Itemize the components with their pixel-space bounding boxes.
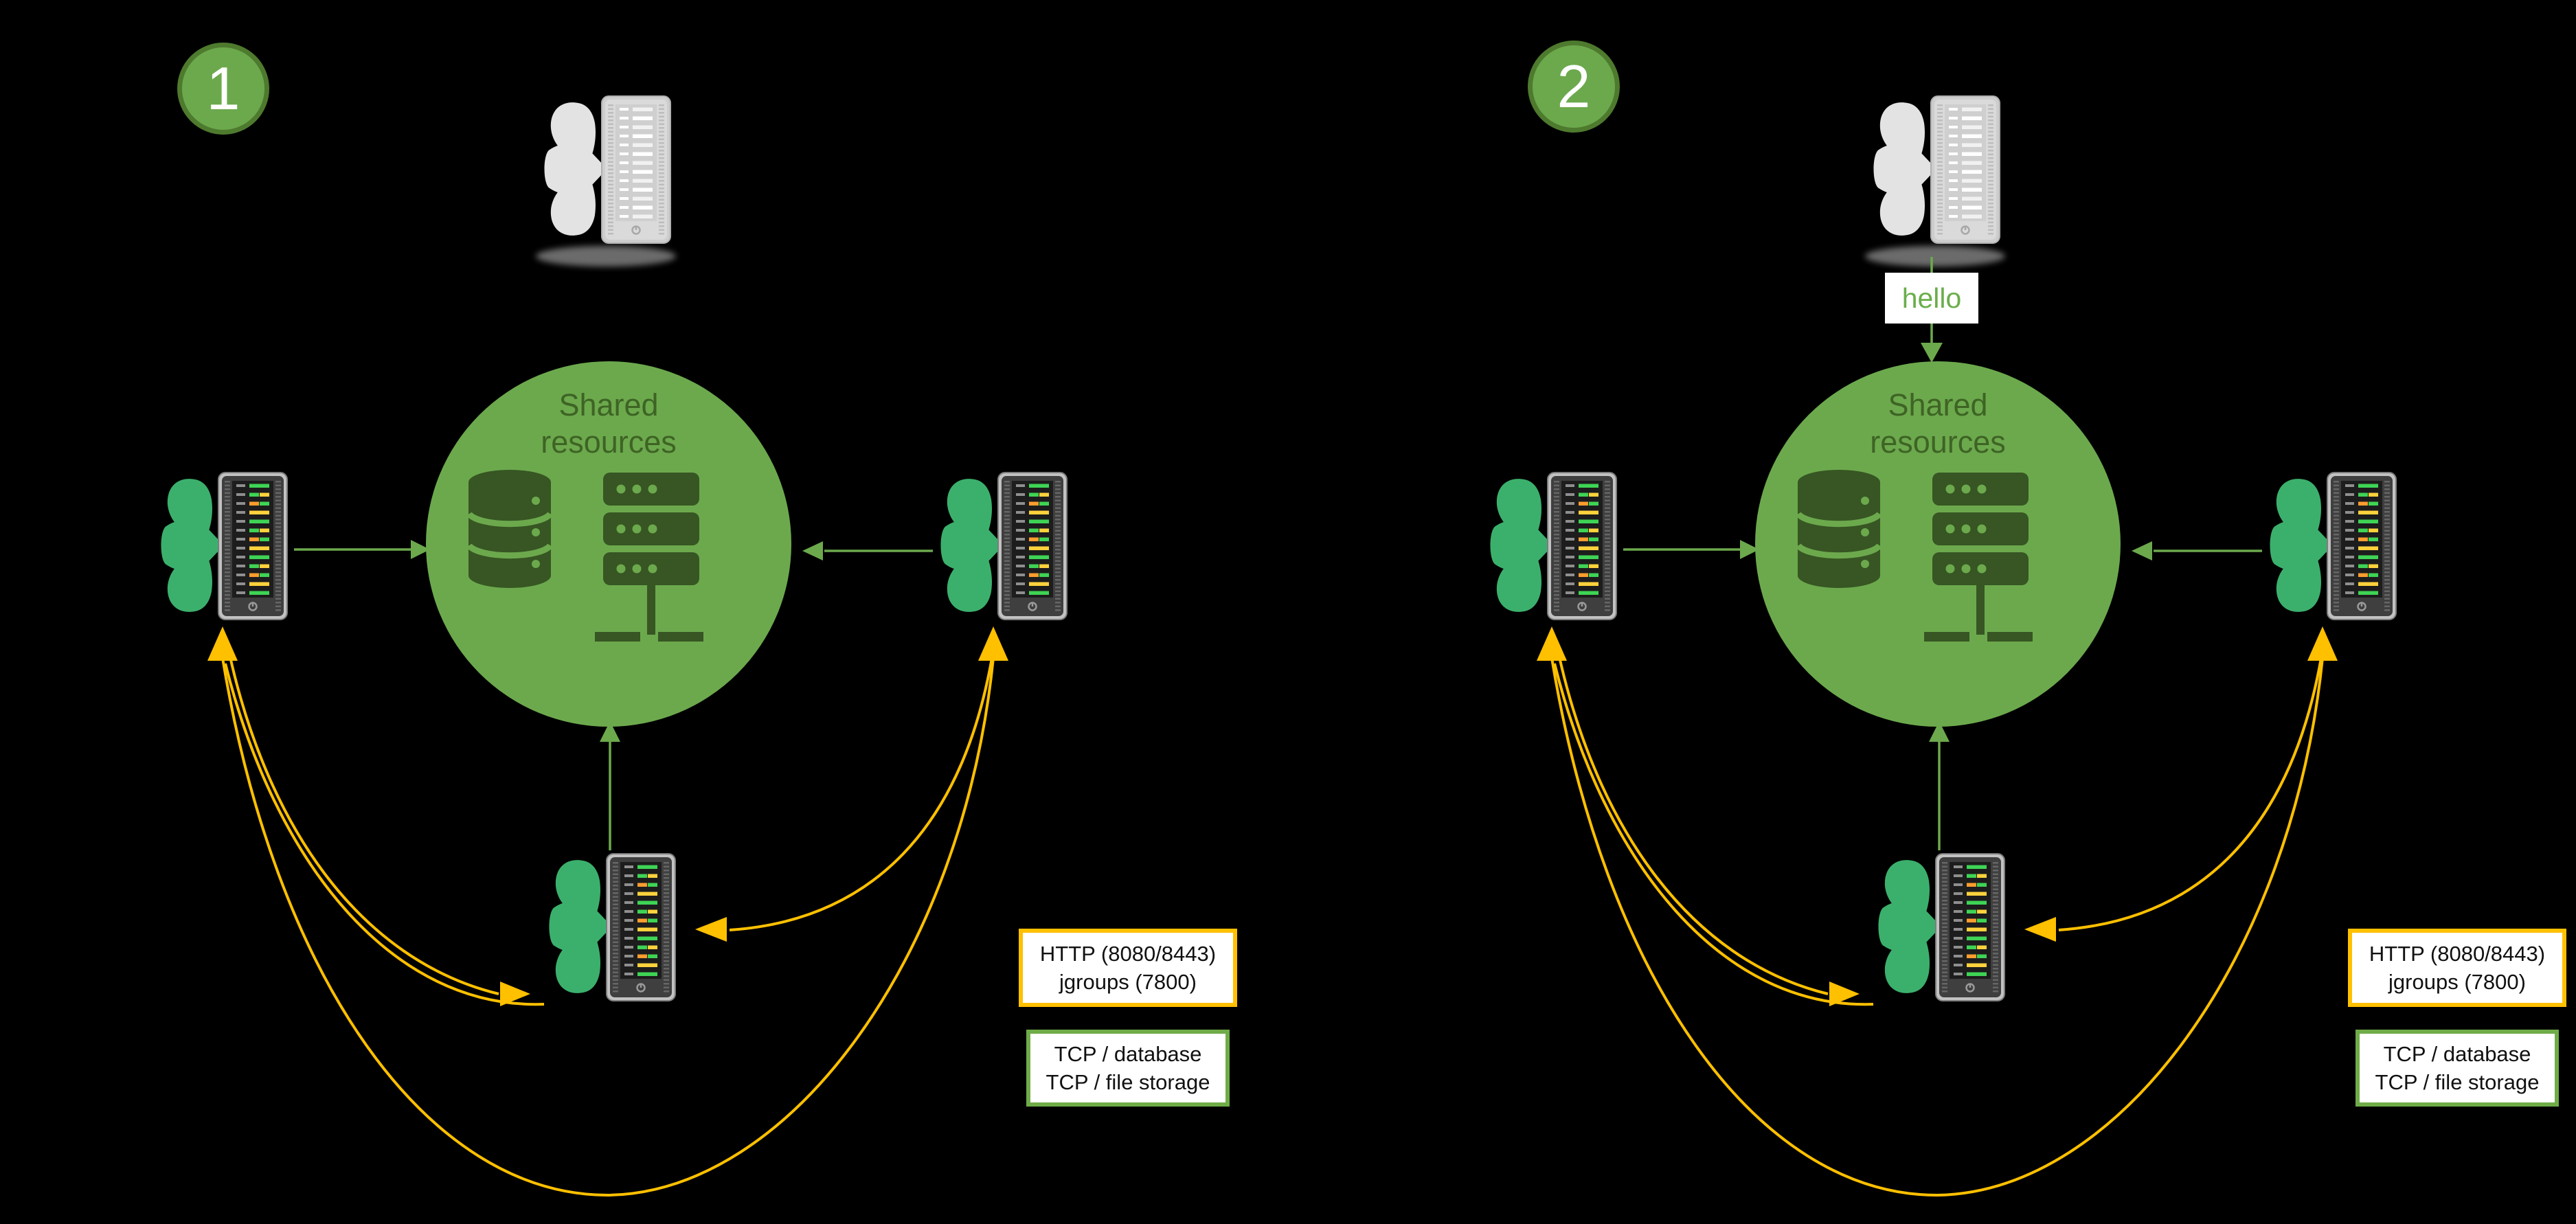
legend-protocols-line2: TCP / file storage [2375,1070,2540,1094]
legend-ports-line2: jgroups (7800) [2388,970,2526,994]
legend-protocols-box-2: TCP / database TCP / file storage [2355,1030,2559,1107]
shared-resources-line1: Shared [558,387,659,422]
legend-protocols-line2: TCP / file storage [1046,1070,1210,1094]
step-badge-2: 2 [1528,41,1620,133]
shared-resources-label-2: Shared resources [1766,387,2110,461]
legend-protocols-line1: TCP / database [1054,1042,1202,1066]
step-badge-1: 1 [177,43,269,135]
legend-protocols-box-1: TCP / database TCP / file storage [1026,1030,1230,1107]
legend-ports-line2: jgroups (7800) [1059,970,1197,994]
panel-2 [1491,96,2397,1195]
legend-ports-box-1: HTTP (8080/8443) jgroups (7800) [1019,929,1237,1007]
panel-1 [161,96,1067,1195]
legend-ports-box-2: HTTP (8080/8443) jgroups (7800) [2348,929,2566,1007]
shared-resources-line2: resources [541,424,677,460]
shared-resources-line2: resources [1870,424,2006,460]
shared-resources-label-1: Shared resources [437,387,780,461]
legend-ports-line1: HTTP (8080/8443) [1039,942,1217,966]
shared-resources-line1: Shared [1888,387,1988,422]
legend-protocols-line1: TCP / database [2383,1042,2531,1066]
hello-message-label: hello [1885,273,1978,324]
legend-ports-line1: HTTP (8080/8443) [2369,942,2546,966]
